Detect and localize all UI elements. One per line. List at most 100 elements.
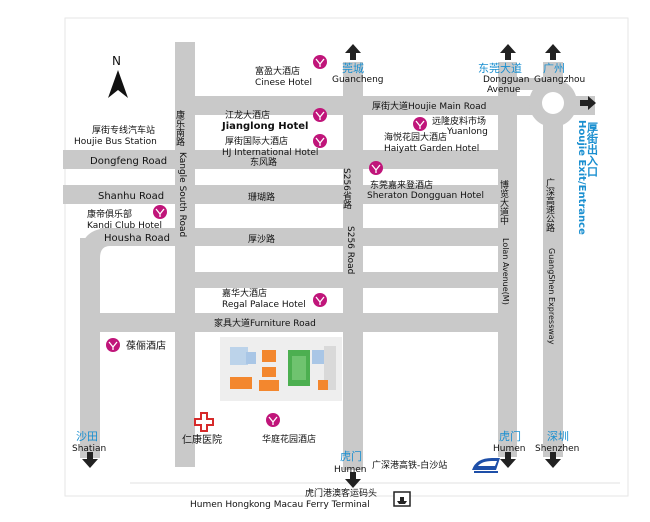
dir-humen-center-cn: 虎门 <box>340 449 362 463</box>
road-label-shanhu-cn: 珊瑚路 <box>248 191 275 203</box>
road-label-dongfeng: Dongfeng Road <box>90 156 167 167</box>
road-housha <box>100 228 498 246</box>
hotel-icon <box>369 161 383 175</box>
road-label-guangshen-cn: 广深高速公路 <box>544 177 555 233</box>
road-lolan-avenue <box>498 62 517 457</box>
dir-guancheng-cn: 莞城 <box>342 62 364 75</box>
dir-guangzhou-cn: 广州 <box>543 62 565 75</box>
hotel-icon <box>313 55 327 69</box>
place-sheraton-cn: 东莞嘉来登酒店 <box>370 179 433 191</box>
road-label-kangle-cn: 康乐南路 <box>174 109 185 147</box>
dir-houjie-exit-cn: 厚街出入口 <box>586 122 600 178</box>
building-blue <box>230 347 248 365</box>
dir-guancheng-en: Guancheng <box>332 75 384 85</box>
road-label-houjie-main: 厚街大道Houjie Main Road <box>372 100 486 112</box>
place-yuanlong-en: Yuanlong <box>446 127 488 137</box>
dir-shenzhen-cn: 深圳 <box>547 430 569 443</box>
place-rail-station: 广深港高铁-白沙站 <box>372 459 447 471</box>
road-kangle-south <box>175 42 195 467</box>
place-cinese-cn: 富盈大酒店 <box>255 65 300 77</box>
dir-shatian-en: Shatian <box>72 444 106 454</box>
road-network <box>63 42 595 470</box>
building-grey <box>324 346 336 390</box>
place-haiyatt-en: Haiyatt Garden Hotel <box>384 144 479 154</box>
building-orange <box>262 350 276 362</box>
road-label-dongfeng-cn: 东风路 <box>250 156 277 168</box>
up-arrow-icon <box>345 44 361 60</box>
hotel-icon <box>413 117 427 131</box>
building-blue <box>246 352 256 364</box>
hotel-markers <box>106 55 427 427</box>
down-arrow-icon <box>500 452 516 468</box>
road-left-corner <box>80 228 110 258</box>
compound-ground <box>220 337 342 401</box>
up-arrow-icon <box>500 44 516 60</box>
compass-n-label: N <box>112 54 121 68</box>
down-arrow-icon <box>345 472 361 488</box>
place-baoli-cn: 葆俪酒店 <box>126 339 166 352</box>
down-arrow-icon <box>545 452 561 468</box>
road-label-housha: Housha Road <box>104 233 170 244</box>
road-label-shanhu: Shanhu Road <box>98 191 164 202</box>
dir-shatian-cn: 沙田 <box>76 430 98 443</box>
road-houjie-main <box>175 96 595 115</box>
hotel-icon <box>313 134 327 148</box>
dir-dongguan-cn: 东莞大道 <box>478 61 522 75</box>
road-guangshen <box>543 62 563 457</box>
place-regal-en: Regal Palace Hotel <box>222 300 306 310</box>
road-dongfeng <box>63 150 498 169</box>
down-arrow-icon <box>82 452 98 468</box>
destination-compound <box>220 337 342 401</box>
dir-shenzhen-en: Shenzhen <box>535 444 579 454</box>
up-arrow-icon <box>545 44 561 60</box>
map-frame <box>64 17 629 497</box>
building-orange <box>318 380 328 390</box>
road-label-furniture: 家具大道Furniture Road <box>214 317 316 329</box>
dir-guangzhou-en: Guangzhou <box>534 75 585 85</box>
road-label-housha-cn: 厚沙路 <box>248 233 275 245</box>
hotel-icon <box>313 293 327 307</box>
place-hj-en: HJ International Hotel <box>222 148 318 158</box>
place-yuanlong-cn: 远隆皮料市场 <box>432 115 486 127</box>
north-arrow-icon <box>108 70 128 98</box>
dir-humen-right-cn: 虎门 <box>499 429 521 443</box>
building-orange <box>262 367 276 377</box>
roundabout-center <box>542 92 564 114</box>
high-speed-rail-icon <box>472 458 500 473</box>
place-huating-cn: 华庭花园酒店 <box>262 433 316 445</box>
road-label-bogang-cn: 博览大道中 <box>498 179 509 226</box>
ferry-icon <box>393 491 411 507</box>
road-furniture <box>100 313 498 332</box>
road-shanhu <box>63 185 498 204</box>
building-orange <box>259 380 279 391</box>
dir-humen-right-en: Humen <box>493 444 525 454</box>
place-renkang-cn: 仁康医院 <box>182 433 222 446</box>
dir-humen-center-en: Humen <box>334 465 366 475</box>
place-ferry-en: Humen Hongkong Macau Ferry Terminal <box>190 500 370 510</box>
road-left-vertical <box>80 238 100 458</box>
road-label-s256-en: S256 Road <box>345 226 355 274</box>
road-s256 <box>343 62 363 470</box>
place-jianglong-cn: 江龙大酒店 <box>225 109 270 121</box>
place-jianglong-en: Jianglong Hotel <box>221 121 308 132</box>
road-label-guangshen-en: GuangShen Expressway <box>547 248 556 345</box>
hotel-icon <box>153 205 167 219</box>
dir-dongguan-en2: Avenue <box>487 85 521 95</box>
building-green-inner <box>292 356 306 380</box>
hotel-icon <box>106 338 120 352</box>
dir-dongguan-en1: Dongguan <box>483 75 530 85</box>
road-label-bogang-en: Lolan Avenue(M) <box>501 238 510 305</box>
place-kandi-en: Kandi Club Hotel <box>87 221 162 231</box>
place-sheraton-en: Sheraton Dongguan Hotel <box>367 191 484 201</box>
place-haiyatt-cn: 海悦花园大酒店 <box>384 131 447 143</box>
place-regal-cn: 嘉华大酒店 <box>222 287 267 299</box>
hotel-icon <box>266 413 280 427</box>
place-hj-cn: 厚街国际大酒店 <box>225 135 288 147</box>
building-blue <box>312 350 324 364</box>
place-cinese-en: Cinese Hotel <box>255 78 312 88</box>
direction-arrows <box>82 44 596 488</box>
place-kandi-cn: 康帝俱乐部 <box>87 208 132 220</box>
dir-houjie-exit-en: Houjie Exit/Entrance <box>576 120 587 235</box>
road-label-s256-cn: S256省路 <box>341 168 352 210</box>
